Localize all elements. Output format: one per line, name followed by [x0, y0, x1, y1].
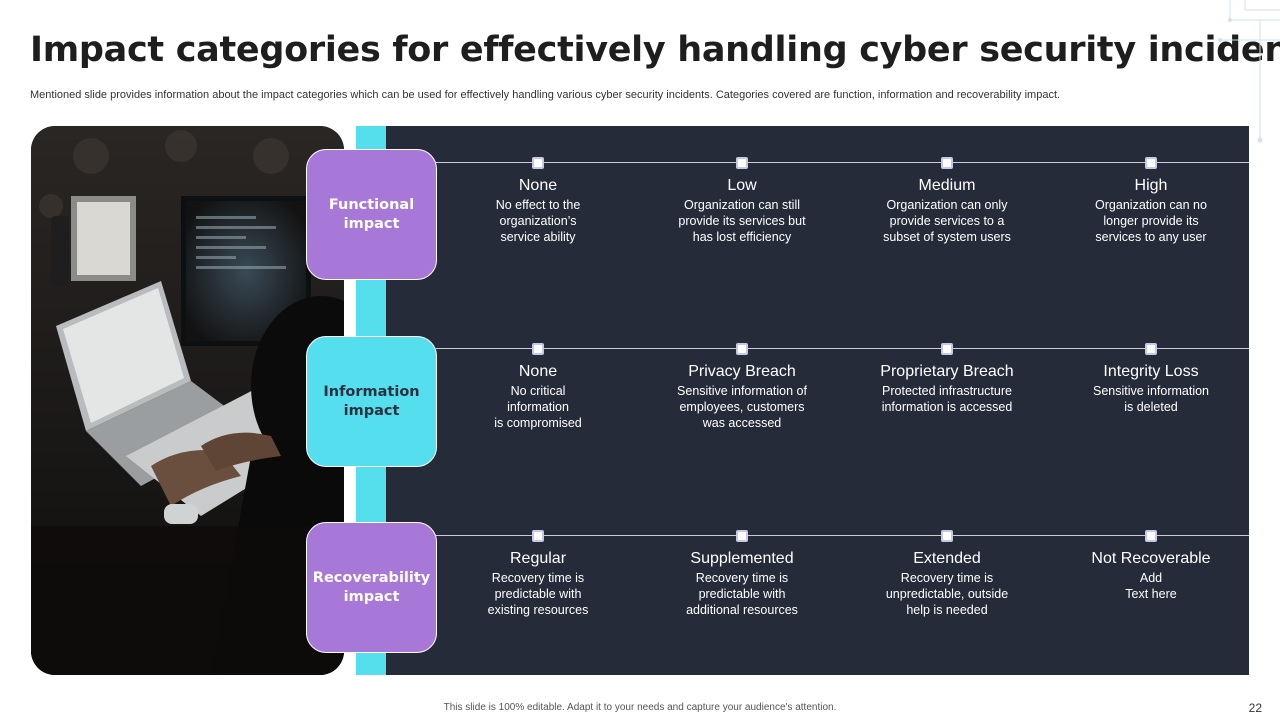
footer-note: This slide is 100% editable. Adapt it to… — [443, 702, 837, 713]
impact-level-description: Recovery time is predictable with additi… — [686, 571, 798, 617]
impact-level-title: Extended — [913, 550, 981, 567]
impact-level-none: None No effect to the organization’s serv… — [443, 176, 633, 245]
row-connector-line — [436, 535, 1249, 536]
impact-level-none: None No critical information is compromis… — [443, 362, 633, 431]
impact-level-title: Proprietary Breach — [880, 363, 1014, 380]
impact-level-title: None — [518, 177, 558, 194]
category-box-recoverability: Recoverability impact — [306, 522, 437, 653]
level-marker-icon — [1145, 529, 1157, 542]
impact-level-description: No critical information is compromised — [494, 384, 582, 430]
level-marker-icon — [736, 529, 748, 542]
level-marker-icon — [736, 156, 748, 169]
level-marker-icon — [1145, 342, 1157, 355]
impact-level-title: High — [1134, 177, 1168, 194]
circuit-decoration-icon — [1218, 0, 1280, 143]
impact-level-title: Not Recoverable — [1091, 550, 1211, 567]
impact-table-panel — [386, 126, 1249, 675]
row-connector-line — [436, 162, 1249, 163]
impact-level-title: Supplemented — [690, 550, 794, 567]
impact-level-description: Recovery time is predictable with existi… — [487, 571, 589, 617]
impact-level-description: Recovery time is unpredictable, outside … — [885, 571, 1009, 617]
impact-level-title: Medium — [918, 177, 976, 194]
level-marker-icon — [736, 342, 748, 355]
category-box-functional: Functional impact — [306, 149, 437, 280]
impact-level-description: Organization can still provide its servi… — [678, 198, 806, 244]
impact-level-title: Regular — [509, 550, 567, 567]
row-connector-line — [436, 348, 1249, 349]
impact-level-title: Low — [727, 177, 757, 194]
impact-level-description: Add Text here — [1125, 571, 1177, 601]
level-marker-icon — [941, 342, 953, 355]
impact-level-title: Integrity Loss — [1103, 363, 1199, 380]
level-marker-icon — [941, 529, 953, 542]
level-marker-icon — [532, 156, 544, 169]
page-number: 22 — [1248, 701, 1262, 715]
impact-level-description: No effect to the organization’s service … — [495, 198, 581, 244]
impact-level-description: Organization can only provide services t… — [883, 198, 1011, 244]
level-marker-icon — [1145, 156, 1157, 169]
impact-level-description: Sensitive information is deleted — [1092, 384, 1210, 414]
page-subtitle: Mentioned slide provides information abo… — [30, 89, 1061, 101]
photo-hacker-at-laptop-icon — [31, 126, 344, 675]
page-title: Impact categories for effectively handli… — [30, 30, 1280, 70]
impact-level-description: Protected infrastructure information is … — [881, 384, 1013, 414]
impact-level-title: None — [518, 363, 558, 380]
hacker-photo — [31, 126, 344, 675]
impact-level-description: Organization can no longer provide its s… — [1095, 198, 1207, 244]
level-marker-icon — [941, 156, 953, 169]
level-marker-icon — [532, 529, 544, 542]
level-marker-icon — [532, 342, 544, 355]
impact-level-title: Privacy Breach — [688, 363, 796, 380]
impact-level-description: Sensitive information of employees, cust… — [677, 384, 807, 430]
category-box-information: Information impact — [306, 336, 437, 467]
